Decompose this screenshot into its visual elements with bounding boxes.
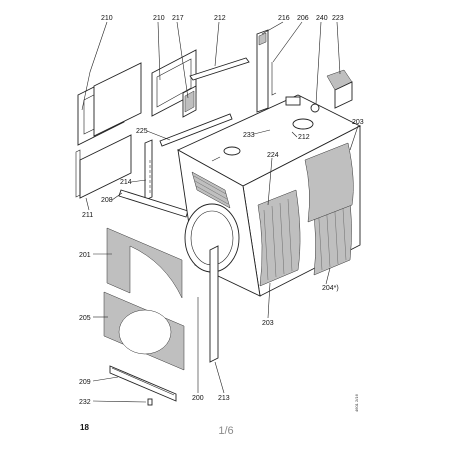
bracket-217: [182, 85, 197, 118]
strip-225: [159, 113, 233, 147]
callout-204: 204*): [322, 285, 339, 292]
page-indicator: 1/6: [218, 425, 233, 437]
front-bracket-214: [144, 139, 153, 201]
corner-post-213: [209, 245, 219, 363]
document-code: 4601 2/16: [354, 393, 359, 412]
callout-223: 223: [332, 15, 344, 22]
rail-208: [118, 189, 189, 218]
callout-225: 225: [136, 128, 148, 135]
leader-lines: [81, 21, 359, 403]
callout-217: 217: [172, 15, 184, 22]
rear-column-216: [256, 29, 269, 113]
callout-203-bottom: 203: [262, 320, 274, 327]
callout-205: 205: [79, 315, 91, 322]
callout-206: 206: [297, 15, 309, 22]
callout-210-left: 210: [101, 15, 113, 22]
callout-210-middle: 210: [153, 15, 165, 22]
callout-201: 201: [79, 252, 91, 259]
callout-200: 200: [192, 395, 204, 402]
side-panel-211: [75, 134, 132, 199]
rail-206: [271, 62, 277, 96]
page-number: 18: [80, 423, 89, 432]
vent-223: [326, 69, 353, 109]
callout-203-top: 203: [352, 119, 364, 126]
callout-211: 211: [82, 212, 93, 219]
insulation-201: [106, 227, 183, 299]
callout-212-middle: 212: [298, 134, 310, 141]
callout-240: 240: [316, 15, 328, 22]
callout-212-top: 212: [214, 15, 226, 22]
callout-213: 213: [218, 395, 230, 402]
callout-208: 208: [101, 197, 113, 204]
base-plate-209: [109, 365, 177, 402]
insulation-205: [103, 291, 185, 371]
drum-panel-203-upper: [304, 142, 354, 223]
callout-232: 232: [79, 399, 91, 406]
callout-216: 216: [278, 15, 290, 22]
callout-209: 209: [79, 379, 91, 386]
callout-233: 233: [243, 132, 255, 139]
screw-232: [147, 398, 153, 406]
top-strip-212: [189, 57, 250, 81]
callout-labels: 210 210 217 212 216 206 240 223 225 233 …: [79, 15, 364, 406]
callout-214: 214: [120, 179, 132, 186]
drum-panel-203: [257, 189, 301, 287]
callout-224: 224: [267, 152, 279, 159]
side-panel-210-left: [77, 62, 142, 146]
